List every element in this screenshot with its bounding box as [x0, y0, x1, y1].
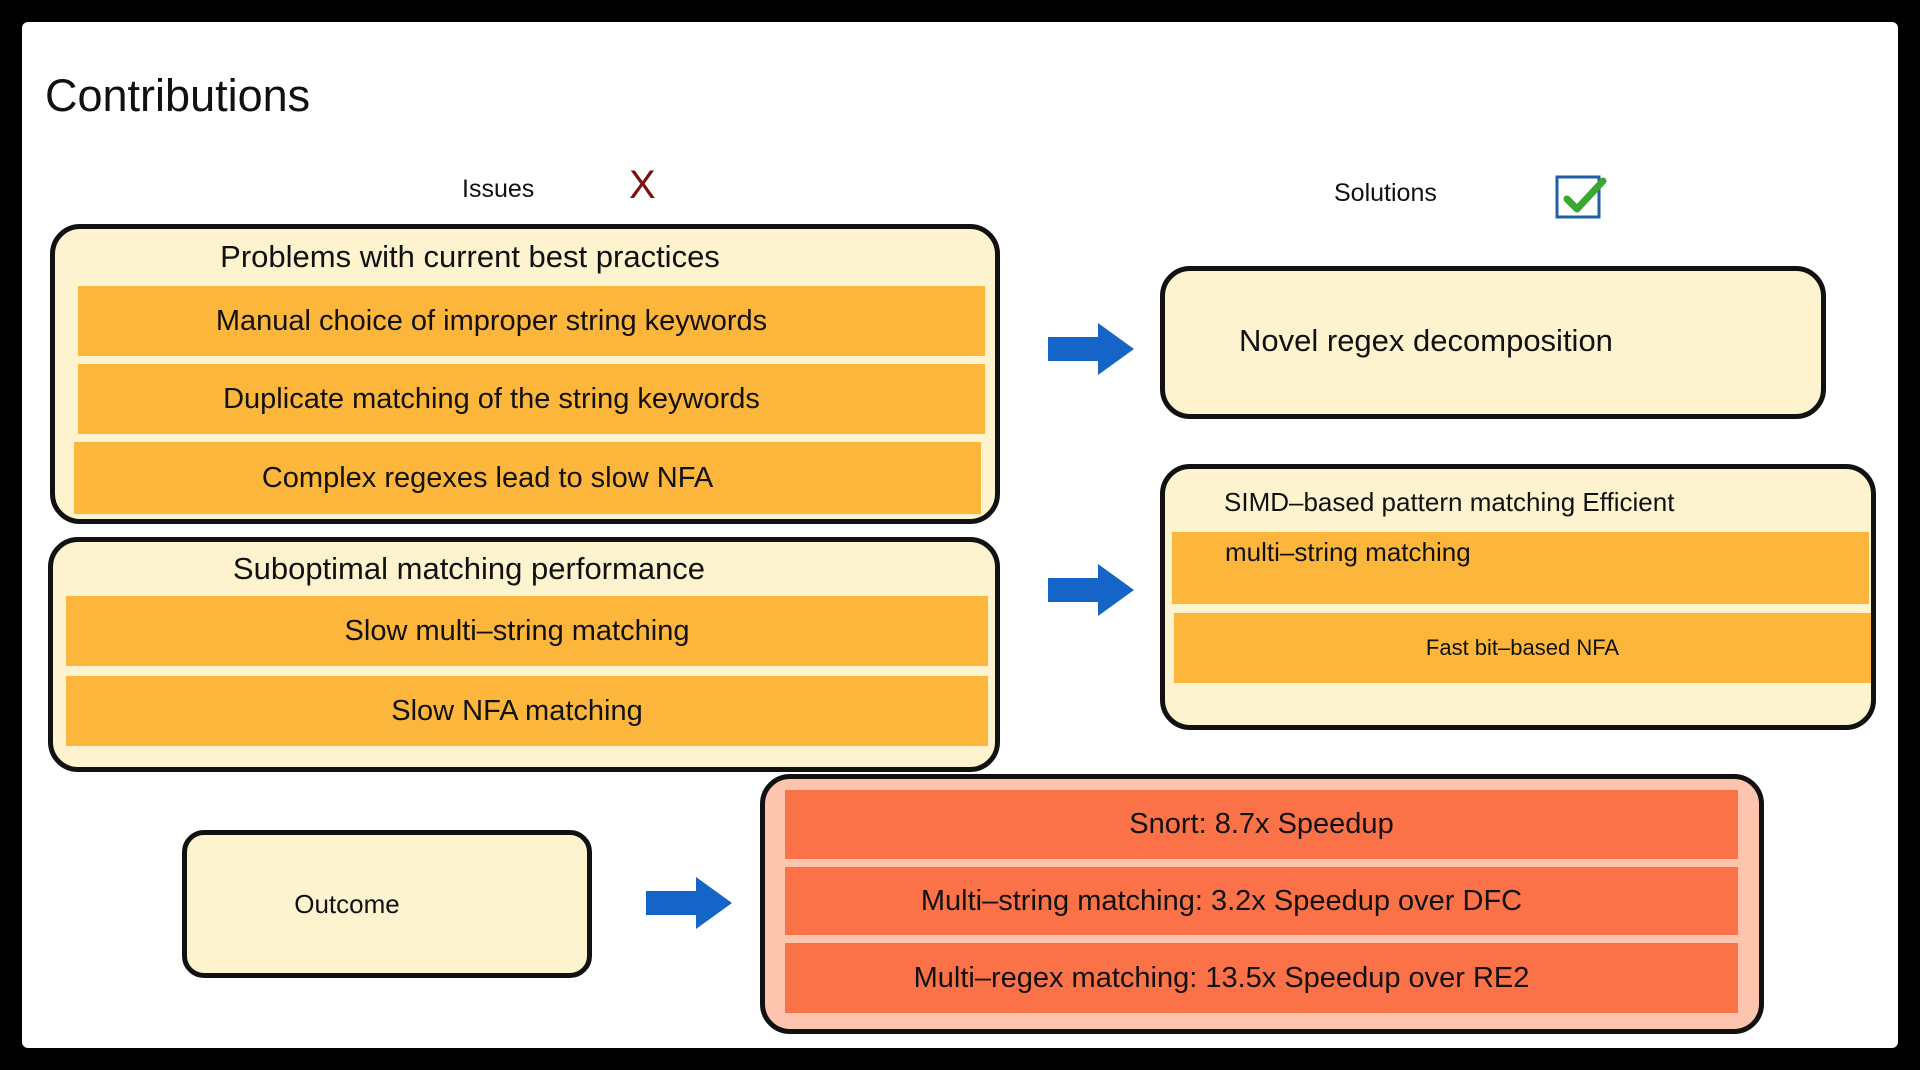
solution-simd-line1: SIMD–based pattern matching Efficient — [1224, 487, 1675, 517]
solution-simd: SIMD–based pattern matching Efficient mu… — [1160, 464, 1876, 730]
solutions-header: Solutions — [1334, 179, 1437, 207]
outcome-result-label: Multi–string matching: 3.2x Speedup over… — [920, 884, 1523, 917]
solution-simd-bar — [1172, 532, 1869, 604]
slide-title: Contributions — [45, 70, 311, 121]
performance-item: Slow multi–string matching — [66, 596, 988, 666]
outcome-result-item: Snort: 8.7x Speedup — [785, 790, 1738, 859]
arrow-right-icon — [646, 877, 732, 929]
performance-group-title: Suboptimal matching performance — [232, 551, 706, 586]
problem-item-label: Complex regexes lead to slow NFA — [261, 461, 714, 494]
problem-item-label: Duplicate matching of the string keyword… — [223, 382, 760, 415]
performance-group: Suboptimal matching performance Slow mul… — [48, 537, 1000, 772]
performance-item-label: Slow NFA matching — [391, 694, 643, 727]
solution-nfa-label: Fast bit–based NFA — [1425, 635, 1620, 660]
problem-item: Complex regexes lead to slow NFA — [74, 442, 981, 514]
solution-decomposition: Novel regex decomposition — [1160, 266, 1826, 419]
solution-nfa-item: Fast bit–based NFA — [1174, 613, 1871, 683]
issues-header: Issues — [462, 175, 535, 203]
outcome-result-label: Multi–regex matching: 13.5x Speedup over… — [913, 961, 1530, 994]
outcome-box: Outcome — [182, 830, 592, 978]
outcome-result-item: Multi–regex matching: 13.5x Speedup over… — [785, 943, 1738, 1013]
arrow-right-icon — [1048, 323, 1134, 375]
performance-item: Slow NFA matching — [66, 676, 988, 746]
problems-group-title: Problems with current best practices — [220, 239, 720, 274]
problem-item-label: Manual choice of improper string keyword… — [215, 304, 768, 337]
outcome-label: Outcome — [294, 888, 400, 919]
outcome-result-label: Snort: 8.7x Speedup — [1129, 808, 1394, 840]
x-mark-icon: X — [629, 163, 656, 207]
performance-item-label: Slow multi–string matching — [344, 614, 690, 647]
outcome-results: Snort: 8.7x Speedup Multi–string matchin… — [760, 774, 1764, 1034]
solution-decomposition-label: Novel regex decomposition — [1239, 323, 1613, 358]
slide: Contributions Issues X Solutions Problem… — [22, 22, 1898, 1048]
problem-item: Manual choice of improper string keyword… — [78, 286, 985, 356]
problem-item: Duplicate matching of the string keyword… — [78, 364, 985, 434]
arrow-right-icon — [1048, 564, 1134, 616]
checkbox-checked-icon — [1555, 175, 1607, 219]
problems-group: Problems with current best practices Man… — [50, 224, 1000, 524]
solution-simd-line2: multi–string matching — [1225, 537, 1471, 567]
outcome-result-item: Multi–string matching: 3.2x Speedup over… — [785, 867, 1738, 935]
